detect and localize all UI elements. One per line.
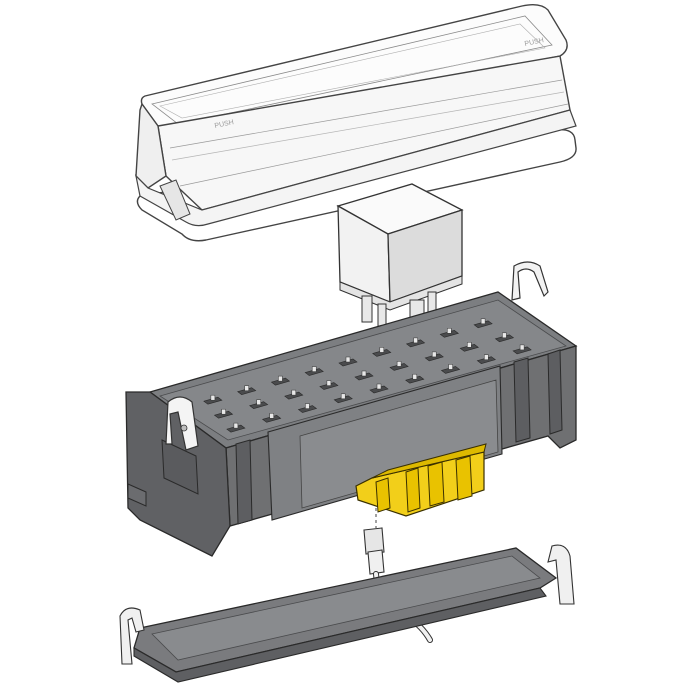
terminal-tab bbox=[233, 422, 239, 429]
fuse-block bbox=[355, 443, 487, 517]
terminal-tab bbox=[480, 318, 486, 325]
terminal-tab bbox=[305, 403, 310, 409]
terminal-tab bbox=[376, 383, 382, 390]
terminal-tab bbox=[412, 373, 418, 380]
terminal-tab bbox=[448, 364, 453, 370]
terminal-tab bbox=[519, 344, 525, 351]
holder-clip-left bbox=[165, 396, 199, 451]
terminal-tab bbox=[244, 385, 249, 391]
terminal-slots bbox=[203, 318, 532, 433]
lid-marking-left: PUSH bbox=[214, 119, 234, 130]
terminal-tab bbox=[361, 370, 367, 377]
lid-gasket bbox=[136, 129, 577, 242]
terminal-tab bbox=[447, 328, 452, 334]
fuse-relay-holder bbox=[125, 261, 578, 557]
terminal-tab bbox=[291, 389, 297, 396]
holder-clip-right bbox=[511, 261, 549, 301]
terminal-tab bbox=[256, 399, 261, 405]
bottom-cover bbox=[119, 544, 575, 683]
lid-marking-right: PUSH bbox=[524, 37, 544, 48]
terminal-tab bbox=[413, 337, 418, 344]
terminal-tab bbox=[502, 332, 507, 339]
relay bbox=[336, 183, 464, 329]
terminal-tab bbox=[431, 351, 437, 358]
terminal-tab bbox=[345, 356, 351, 363]
terminal-tab bbox=[269, 413, 274, 419]
terminal-tab bbox=[278, 375, 283, 382]
terminal-tab bbox=[467, 342, 472, 348]
terminal-tab bbox=[340, 393, 346, 400]
terminal-tab bbox=[311, 366, 317, 372]
clear-lid: PUSH PUSH bbox=[135, 3, 577, 242]
terminal-tab bbox=[221, 408, 226, 415]
terminal-tab bbox=[326, 380, 332, 386]
terminal-tab bbox=[396, 361, 402, 367]
lid-latch-tab bbox=[159, 179, 191, 221]
terminal-tab bbox=[210, 394, 216, 401]
terminal-tab bbox=[379, 347, 385, 353]
terminal-tab bbox=[484, 354, 489, 360]
